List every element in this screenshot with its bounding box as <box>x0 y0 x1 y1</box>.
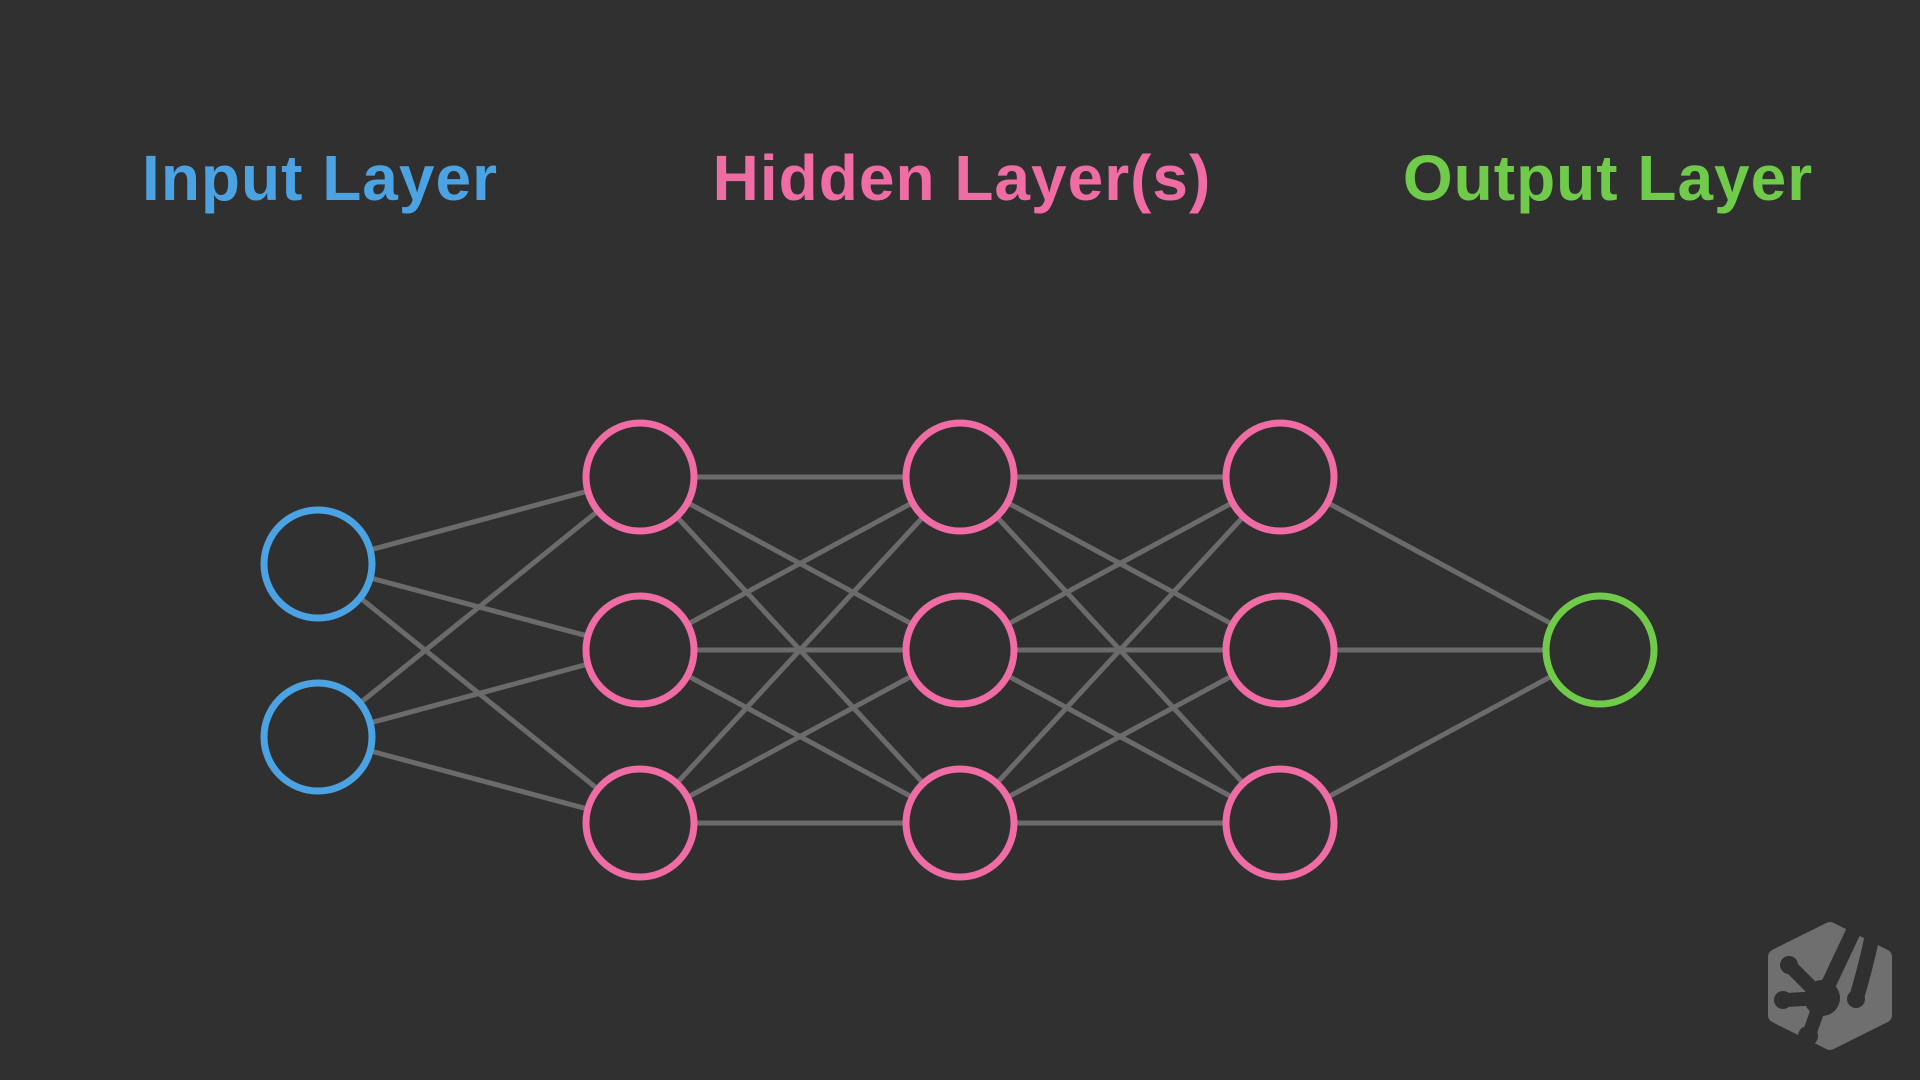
edge-hidden-1-to-hidden-2 <box>638 474 962 653</box>
edge-hidden-1-to-hidden-2 <box>638 475 962 825</box>
frog-foot-leg-right <box>1849 920 1882 1004</box>
node-input-2 <box>260 679 376 795</box>
node-hidden-1-1 <box>582 419 698 535</box>
frog-foot-toe-down <box>1803 991 1829 1039</box>
frog-foot-toe-tip-upper-left <box>1780 956 1798 974</box>
node-output-1 <box>1542 592 1658 708</box>
frog-foot-hexagon-logo <box>1768 918 1892 1050</box>
node-hidden-2-2 <box>902 592 1018 708</box>
node-input-1 <box>260 506 376 622</box>
node-hidden-3-3 <box>1222 765 1338 881</box>
node-hidden-3-1 <box>1222 419 1338 535</box>
node-hidden-1-2 <box>582 592 698 708</box>
edge-hidden-2-to-hidden-3 <box>958 474 1282 653</box>
frog-foot-toe-tip-left <box>1774 991 1792 1009</box>
edge-hidden-2-to-hidden-3 <box>958 647 1282 826</box>
output-layer-label: Output Layer <box>1402 142 1814 214</box>
input-layer-label: Input Layer <box>142 142 498 214</box>
node-hidden-2-1 <box>902 419 1018 535</box>
edge-hidden-2-to-hidden-3 <box>958 475 1282 825</box>
hidden-layer-label: Hidden Layer(s) <box>712 142 1212 214</box>
frog-foot-toe-long <box>1814 918 1864 1006</box>
frog-foot-leg-tip <box>1847 990 1865 1008</box>
node-hidden-3-2 <box>1222 592 1338 708</box>
frog-foot-toe-tip-down <box>1798 1026 1818 1046</box>
node-hidden-2-3 <box>902 765 1018 881</box>
node-hidden-1-3 <box>582 765 698 881</box>
edge-input-to-hidden-1 <box>316 475 642 739</box>
edge-hidden-3-to-output <box>1278 647 1602 826</box>
edge-hidden-3-to-output <box>1278 474 1602 653</box>
edge-hidden-1-to-hidden-2 <box>638 647 962 826</box>
logo-frog-foot <box>1774 918 1882 1046</box>
